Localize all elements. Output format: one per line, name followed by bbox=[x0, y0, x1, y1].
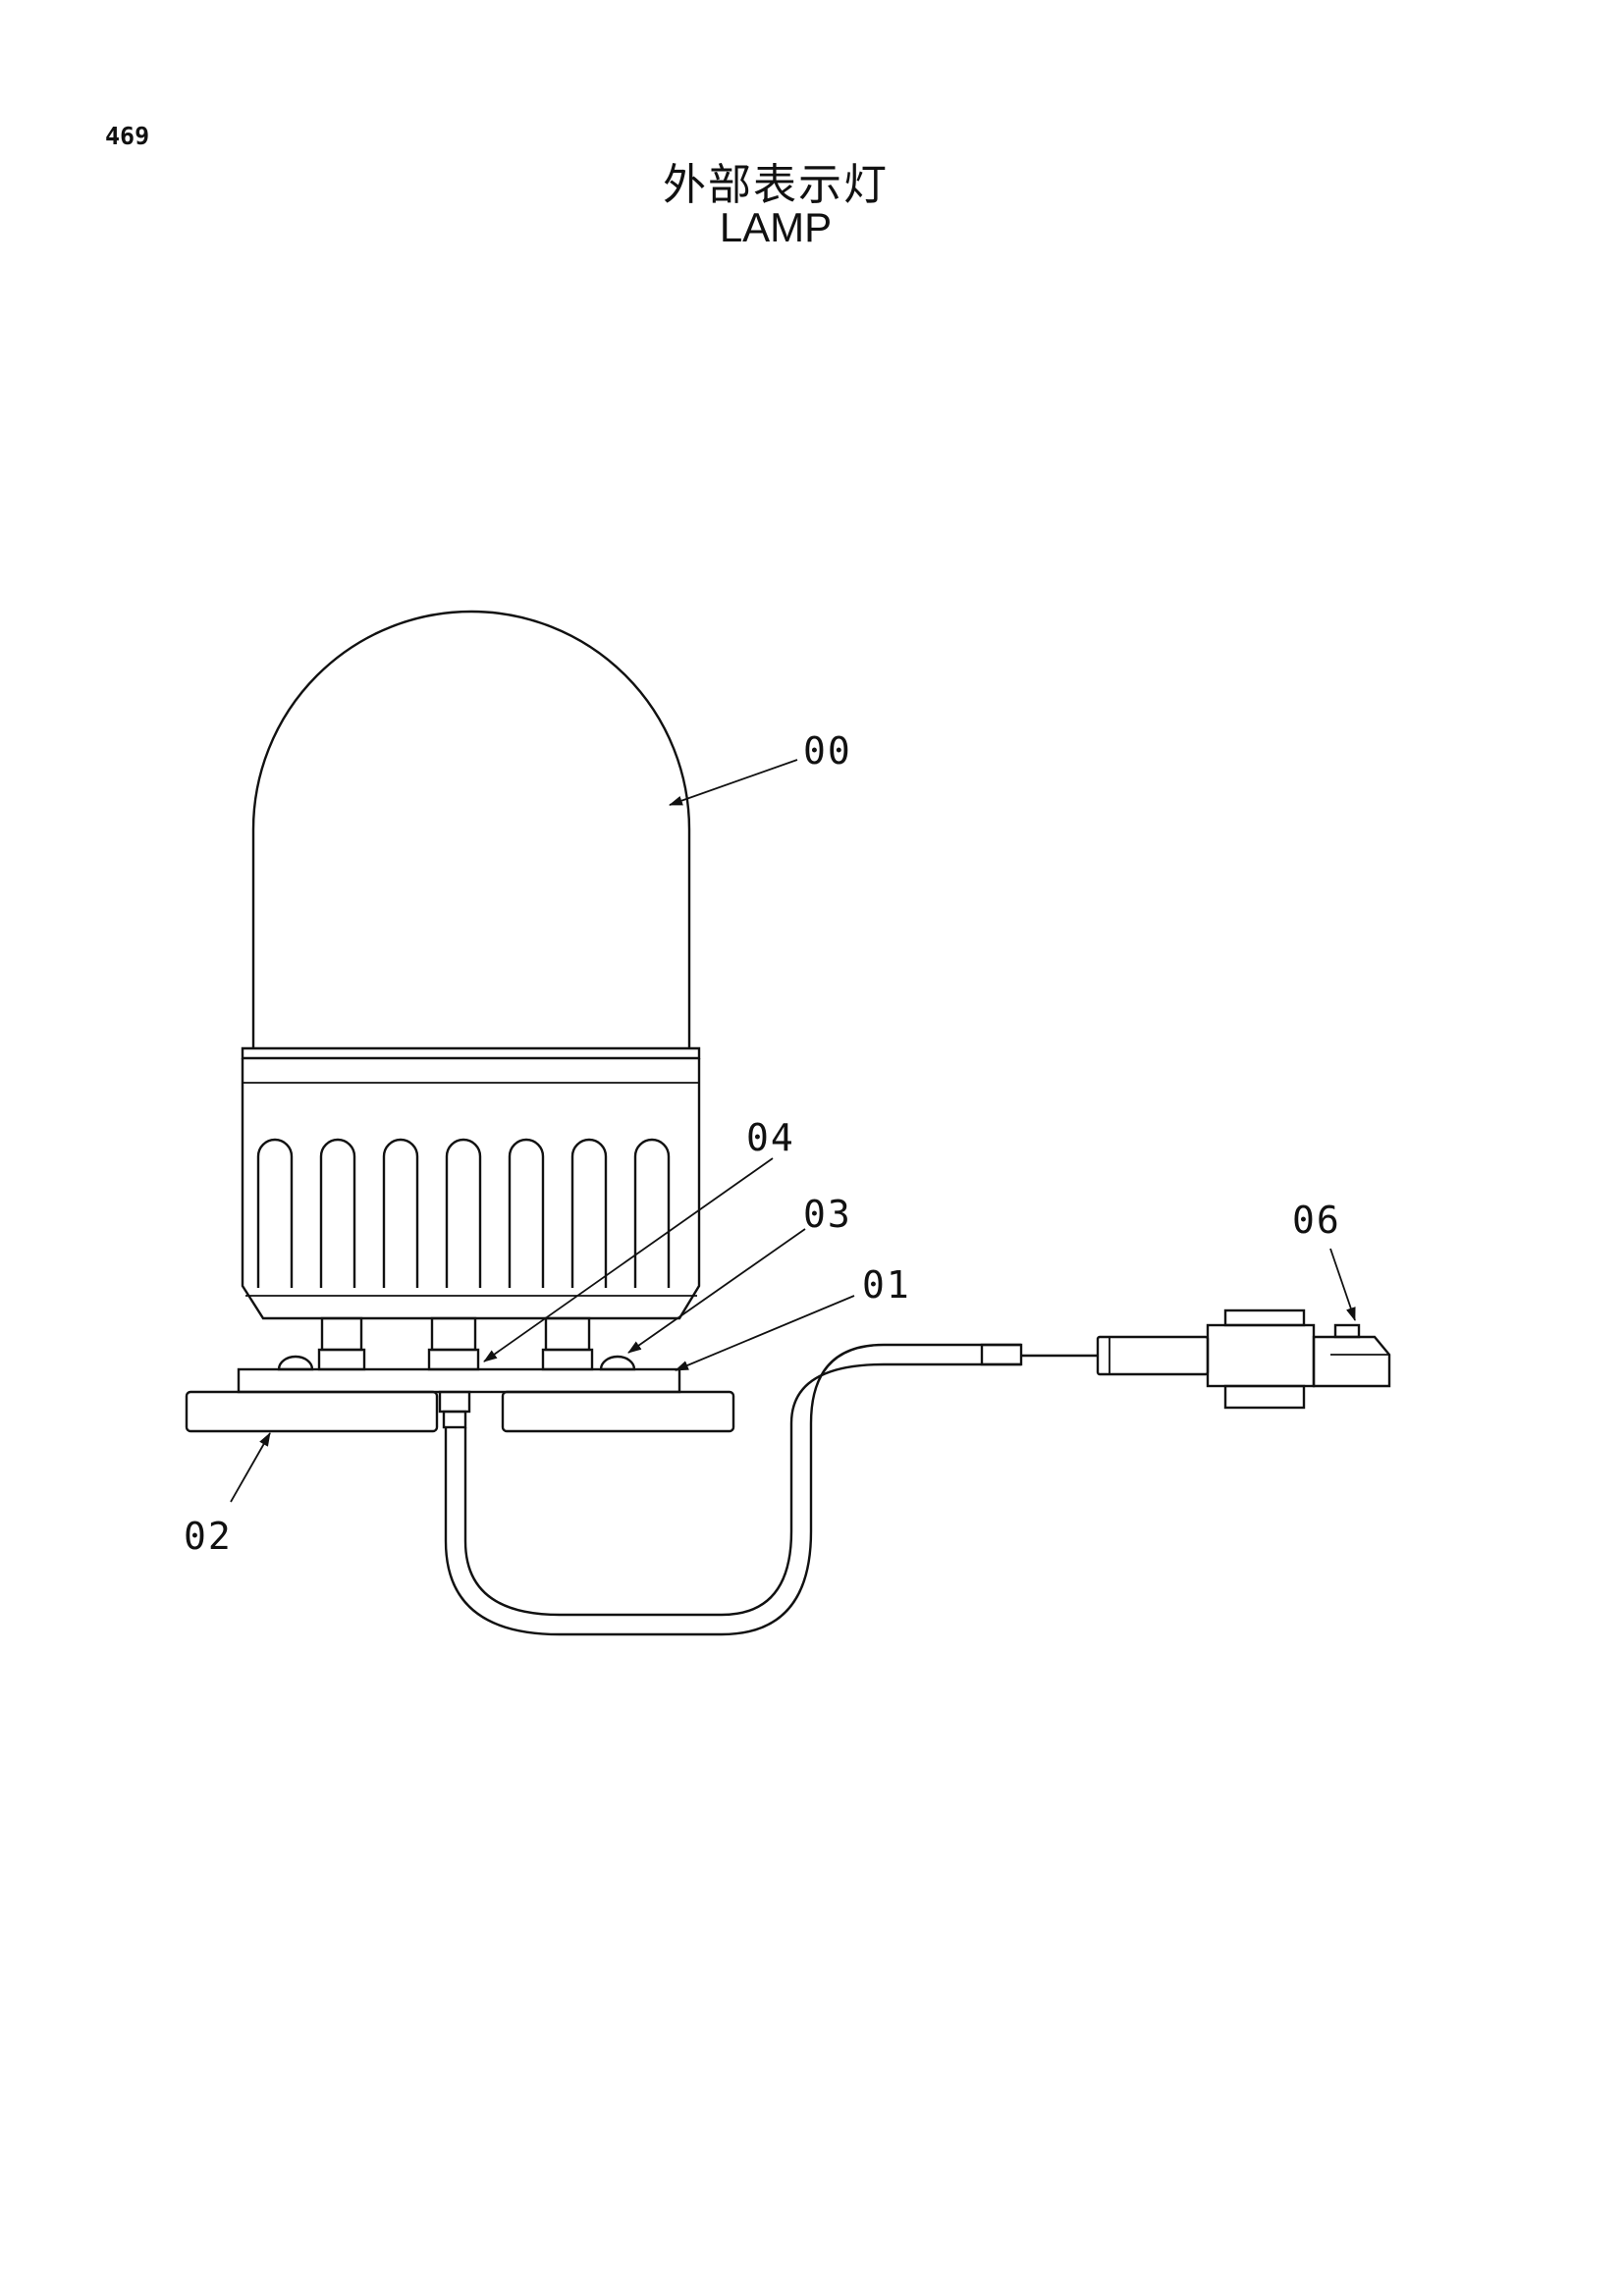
title-english: LAMP bbox=[719, 204, 833, 250]
connector bbox=[1096, 1308, 1391, 1410]
center-nut bbox=[438, 1390, 471, 1429]
mounting-plate bbox=[237, 1367, 681, 1394]
callout-06: 06 bbox=[1292, 1199, 1341, 1242]
magnet-feet bbox=[185, 1390, 735, 1433]
bolt-heads bbox=[277, 1355, 636, 1371]
leader-lines bbox=[230, 759, 1356, 1503]
callout-04: 04 bbox=[746, 1116, 795, 1159]
callout-00: 00 bbox=[803, 729, 852, 773]
callout-03: 03 bbox=[803, 1193, 852, 1236]
lamp-body bbox=[241, 1046, 701, 1320]
callout-02: 02 bbox=[184, 1515, 233, 1558]
title-japanese: 外部表示灯 bbox=[663, 160, 889, 210]
callout-01: 01 bbox=[862, 1263, 911, 1307]
cable bbox=[444, 1343, 1098, 1636]
mounting-studs bbox=[317, 1316, 594, 1371]
lamp-dome bbox=[251, 610, 691, 1048]
page-number: 469 bbox=[105, 122, 150, 150]
